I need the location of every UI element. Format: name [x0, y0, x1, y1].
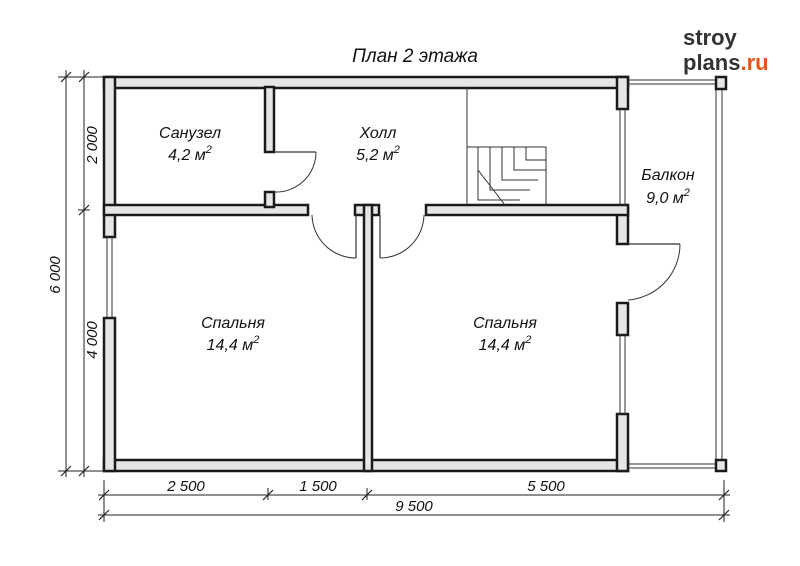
wall-int-bath-bottom — [263, 190, 276, 209]
room-hall-name: Холл — [359, 125, 397, 142]
windows — [106, 109, 626, 414]
dim-bottom-1: 2 500 — [166, 478, 205, 495]
doors — [273, 151, 681, 301]
wall-right-4 — [615, 412, 630, 473]
stairs — [466, 87, 547, 206]
wall-int-h1 — [102, 203, 310, 217]
dim-left-top: 2 000 — [84, 126, 101, 165]
logo-line2: plans.ru — [683, 50, 769, 75]
balcony-railing — [628, 75, 728, 473]
room-bedroom-left-name: Спальня — [201, 315, 265, 332]
room-bedroom-left-area: 14,4 м2 — [207, 334, 260, 354]
dim-bottom-3: 5 500 — [527, 478, 565, 495]
dimensions-bottom: 2 500 1 500 5 500 9 500 — [98, 478, 730, 522]
plan-title: План 2 этажа — [352, 46, 478, 67]
wall-left-lower — [102, 316, 117, 473]
wall-left-upper — [102, 75, 117, 239]
room-balcony-area: 9,0 м2 — [646, 187, 690, 207]
walls — [102, 75, 630, 473]
dim-overall-width: 9 500 — [395, 498, 433, 515]
room-bathroom-area: 4,2 м2 — [168, 144, 212, 164]
logo: stroy plans.ru — [683, 25, 769, 75]
room-hall-area: 5,2 м2 — [356, 144, 400, 164]
logo-line1: stroy — [683, 25, 738, 50]
logo-tld: .ru — [740, 50, 768, 75]
room-bedroom-right-name: Спальня — [473, 315, 537, 332]
dimensions-left: 2 000 4 000 6 000 — [47, 70, 104, 477]
room-balcony-name: Балкон — [641, 167, 695, 184]
room-labels: Санузел 4,2 м2 Холл 5,2 м2 Балкон 9,0 м2… — [159, 125, 695, 354]
wall-int-bath-top — [263, 85, 276, 154]
dim-left-bottom: 4 000 — [84, 321, 101, 359]
wall-int-v-bedrooms — [362, 203, 374, 473]
wall-top — [102, 75, 630, 90]
wall-int-h3 — [424, 203, 630, 217]
room-bedroom-right-area: 14,4 м2 — [479, 334, 532, 354]
dim-bottom-2: 1 500 — [299, 478, 337, 495]
wall-right-3 — [615, 301, 630, 337]
wall-right-1 — [615, 75, 630, 111]
dim-overall-height: 6 000 — [47, 256, 64, 294]
room-bathroom-name: Санузел — [159, 125, 221, 142]
